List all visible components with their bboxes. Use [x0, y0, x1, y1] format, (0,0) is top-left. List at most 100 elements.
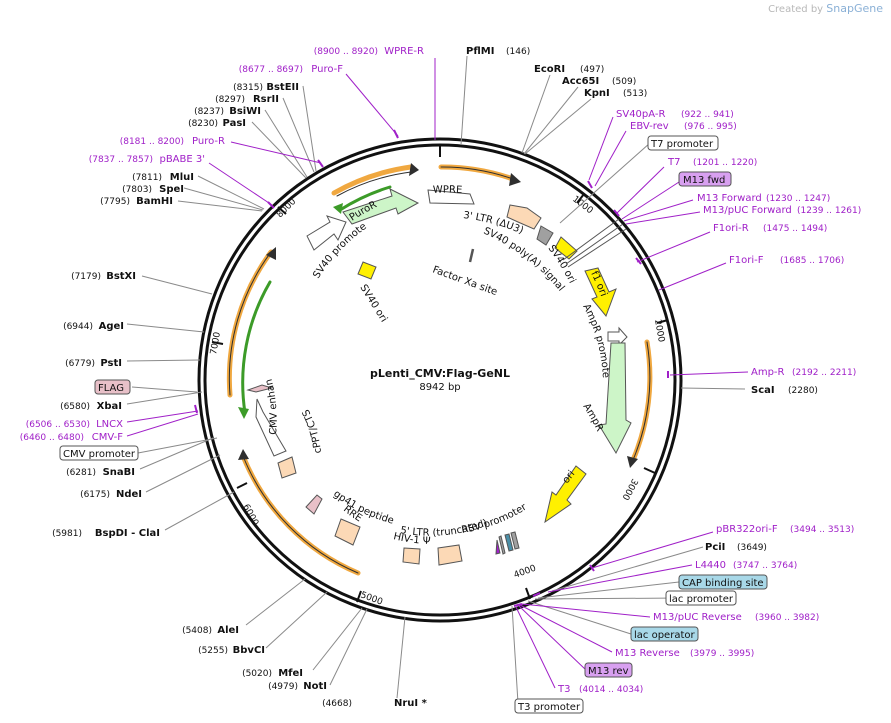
site-agei-pos: (6944) — [63, 322, 93, 332]
site-spei-pos: (7803) — [122, 185, 152, 195]
primer-puro-f[interactable]: Puro-F — [311, 64, 343, 75]
site-bsiwi[interactable]: BsiWI — [229, 106, 261, 117]
leader-m13puc-forward — [625, 211, 701, 225]
site-kpni[interactable]: KpnI — [584, 88, 610, 99]
site-ecori-pos: (497) — [580, 65, 604, 75]
box-t7-promoter[interactable] — [647, 135, 719, 151]
site-spei[interactable]: SpeI — [159, 184, 184, 195]
primer-pbr322ori-f[interactable]: pBR322ori-F — [716, 524, 778, 535]
primer-puro-r[interactable]: Puro-R — [192, 136, 225, 147]
primer-l4440-range: (3747 .. 3764) — [733, 561, 797, 571]
site-pasi[interactable]: PasI — [223, 118, 246, 129]
orf-arc-top-left-core — [336, 171, 412, 197]
primer-cmv-f[interactable]: CMV-F — [92, 432, 123, 443]
sv40-ori-left-feature — [357, 261, 377, 280]
tick-2000 — [656, 319, 669, 324]
leader-kpni — [524, 98, 592, 155]
cmv-enhancer-feature — [255, 398, 287, 457]
primer-m13puc-reverse[interactable]: M13/pUC Reverse — [653, 612, 742, 623]
leader-sv40pa-r — [588, 116, 614, 181]
orf-arc-top-left — [331, 164, 414, 196]
box-flag[interactable] — [94, 379, 131, 395]
box-lac-operator[interactable] — [630, 626, 699, 642]
leader-mfei — [312, 607, 363, 671]
orf-arc-right — [630, 339, 653, 463]
site-bsteii[interactable]: BstEII — [266, 82, 299, 93]
factor-xa-label: Factor Xa site — [431, 264, 499, 298]
primer-m13puc-forward-range: (1239 .. 1261) — [797, 206, 861, 216]
leader-agei — [126, 323, 205, 333]
site-noti[interactable]: NotI — [303, 681, 327, 692]
site-kpni-pos: (513) — [623, 89, 647, 99]
mark-puro-f — [393, 129, 399, 139]
primer-f1ori-f[interactable]: F1ori-F — [729, 255, 764, 266]
site-agei[interactable]: AgeI — [99, 321, 124, 332]
site-bstxi[interactable]: BstXI — [106, 271, 136, 282]
site-ndei[interactable]: NdeI — [116, 489, 142, 500]
box-t3-promoter[interactable] — [514, 698, 584, 714]
box-lac-promoter[interactable] — [665, 590, 737, 606]
box-m13-rev[interactable] — [584, 662, 633, 678]
box-cmv-promoter[interactable] — [59, 445, 139, 461]
site-mlui[interactable]: MluI — [170, 172, 194, 183]
primer-m13-reverse-range: (3979 .. 3995) — [690, 649, 754, 659]
tick-3000 — [643, 467, 656, 474]
site-ecori[interactable]: EcoRI — [534, 64, 565, 75]
sv40-polya-feature — [536, 225, 554, 246]
site-alei-pos: (5408) — [182, 626, 212, 636]
orf-arrow-top — [509, 173, 521, 186]
site-bamhi[interactable]: BamHI — [136, 196, 173, 207]
site-acc65i-pos: (509) — [612, 77, 636, 87]
leader-scai — [680, 387, 746, 390]
site-psti[interactable]: PstI — [100, 358, 122, 369]
primer-t7[interactable]: T7 — [667, 157, 680, 168]
tick-label-2000: 2000 — [652, 319, 666, 344]
box-cap-binding-site[interactable] — [678, 574, 768, 590]
primer-m13puc-forward[interactable]: M13/pUC Forward — [703, 205, 792, 216]
label-cap-binding-site: CAP binding site — [682, 578, 764, 589]
primer-t7-range: (1201 .. 1220) — [693, 158, 757, 168]
primer-l4440[interactable]: L4440 — [695, 560, 726, 571]
watermark-text: Created by — [768, 4, 824, 15]
site-pflmi[interactable]: PflMI — [466, 46, 494, 57]
ltr3-feature — [506, 204, 542, 230]
primer-lncx[interactable]: LNCX — [96, 419, 123, 430]
leader-rsrii — [282, 97, 315, 173]
site-pcii[interactable]: PciI — [705, 542, 725, 553]
orf-arrow-green-top — [333, 203, 343, 214]
primer-amp-r[interactable]: Amp-R — [751, 367, 785, 378]
leader-f1ori-f — [658, 262, 727, 291]
tick-label-4000: 4000 — [513, 563, 538, 580]
site-snabi[interactable]: SnaBI — [103, 467, 135, 478]
site-pflmi-pos: (146) — [506, 47, 530, 57]
primer-wpre-r[interactable]: WPRE-R — [384, 46, 424, 57]
label-t3-promoter: T3 promoter — [517, 702, 581, 713]
site-scai[interactable]: ScaI — [751, 385, 775, 396]
site-nrui[interactable]: NruI * — [394, 698, 428, 709]
primer-ebv-rev-range: (976 .. 995) — [684, 122, 737, 132]
primer-t3[interactable]: T3 — [557, 684, 570, 695]
box-m13-fwd[interactable] — [678, 171, 732, 187]
hiv-psi-feature — [402, 547, 421, 565]
site-xbai[interactable]: XbaI — [97, 401, 122, 412]
primer-f1ori-r[interactable]: F1ori-R — [713, 223, 749, 234]
leader-psti — [126, 359, 201, 362]
primer-pbabe[interactable]: pBABE 3' — [159, 154, 205, 165]
wpre-label-path: WPRE — [433, 185, 463, 196]
site-scai-pos: (2280) — [788, 386, 818, 396]
site-rsrii[interactable]: RsrII — [253, 94, 279, 105]
site-bspdi-clai[interactable]: BspDI - ClaI — [95, 528, 160, 539]
site-mfei[interactable]: MfeI — [278, 668, 303, 679]
primer-m13-reverse[interactable]: M13 Reverse — [615, 648, 680, 659]
site-acc65i[interactable]: Acc65I — [562, 76, 599, 87]
site-alei[interactable]: AleI — [217, 625, 239, 636]
site-bsiwi-pos: (8237) — [194, 107, 224, 117]
primer-ebv-rev[interactable]: EBV-rev — [630, 121, 669, 132]
sv40-ori-left-label: SV40 ori — [357, 283, 389, 325]
primer-sv40pa-r[interactable]: SV40pA-R — [616, 109, 665, 120]
primer-marks — [194, 129, 669, 607]
primer-m13puc-reverse-range: (3960 .. 3982) — [755, 613, 819, 623]
site-psti-pos: (6779) — [65, 359, 95, 369]
site-bbvci[interactable]: BbvCI — [233, 645, 265, 656]
primer-m13-forward[interactable]: M13 Forward — [697, 193, 762, 204]
